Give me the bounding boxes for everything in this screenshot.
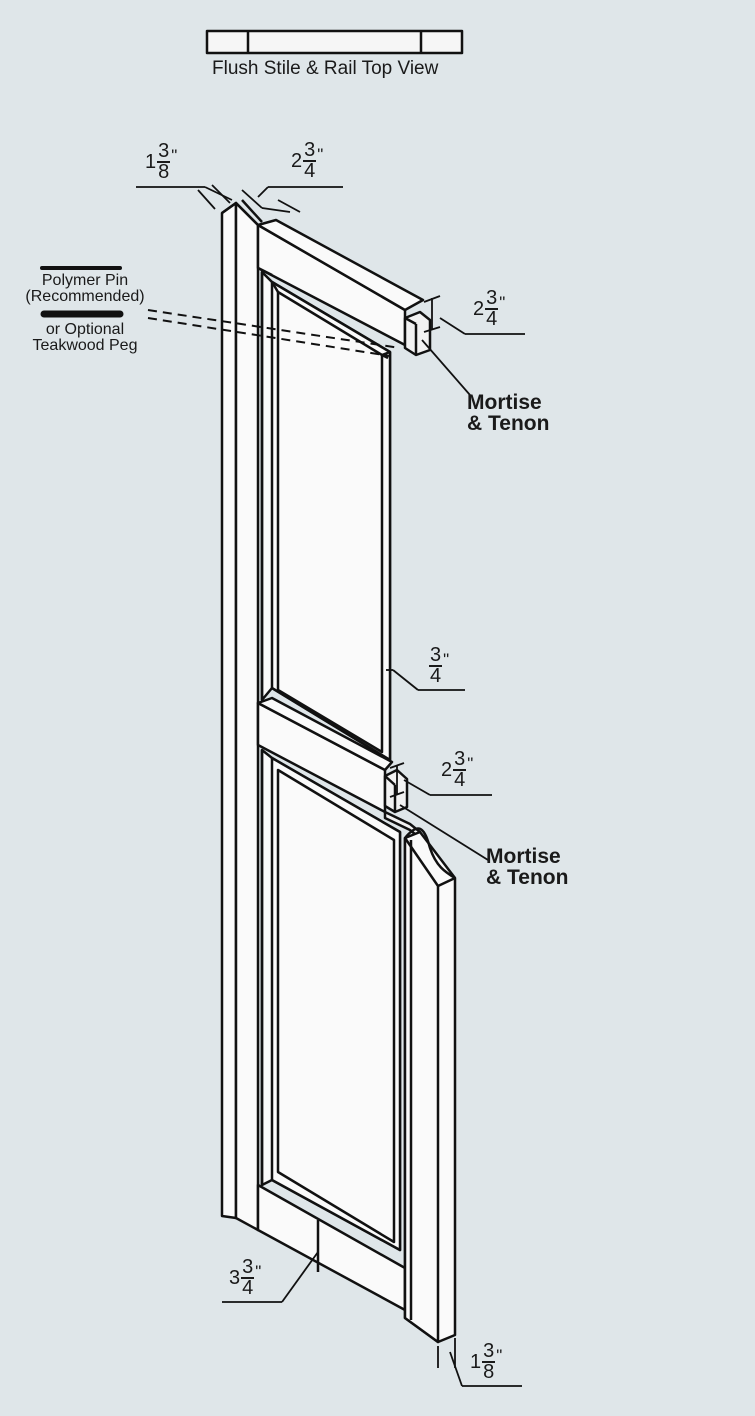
dim-denominator: 8	[158, 161, 170, 183]
dim-unit: "	[317, 145, 324, 164]
dim-unit: "	[467, 754, 474, 773]
mortise-top-line1: Mortise	[467, 391, 542, 414]
top-view-diagram	[205, 29, 464, 55]
dim-whole: 1	[145, 150, 157, 173]
dim-denominator: 4	[242, 1277, 254, 1299]
dim-denominator: 4	[454, 769, 466, 791]
dim-numerator: 3	[485, 287, 499, 310]
dim-numerator: 3	[429, 644, 443, 667]
left-stile	[220, 199, 263, 1232]
mortise-mid-line1: Mortise	[486, 845, 561, 868]
dim-numerator: 3	[482, 1340, 496, 1363]
mortise-tenon-mid-label: Mortise & Tenon	[486, 846, 568, 888]
pin-label-line1: Polymer Pin	[41, 272, 129, 289]
mortise-top-line2: & Tenon	[467, 412, 550, 435]
pin-legend	[40, 266, 401, 357]
dim-unit: "	[499, 293, 506, 312]
dim-unit: "	[171, 146, 178, 165]
dim-unit: "	[255, 1262, 262, 1281]
dim-denominator: 4	[304, 160, 316, 182]
dim-numerator: 3	[157, 140, 171, 163]
middle-rail	[256, 696, 422, 840]
peg-label: or Optional Teakwood Peg	[18, 322, 152, 354]
top-view-label: Flush Stile & Rail Top View	[212, 58, 439, 79]
dim-whole: 3	[229, 1266, 241, 1289]
pin-label-line3: or Optional	[45, 321, 125, 338]
mortise-mid-line2: & Tenon	[486, 866, 569, 889]
dim-numerator: 3	[303, 139, 317, 162]
dim-whole: 2	[441, 758, 453, 781]
dim-whole: 1	[470, 1350, 482, 1373]
dim-unit: "	[496, 1346, 503, 1365]
dim-denominator: 4	[486, 308, 498, 330]
dim-denominator: 4	[430, 665, 442, 687]
pin-label: Polymer Pin (Recommended)	[18, 273, 152, 305]
mortise-tenon-top-label: Mortise & Tenon	[467, 392, 549, 434]
right-stile	[403, 827, 457, 1344]
dim-unit: "	[443, 650, 450, 669]
pin-label-line2: (Recommended)	[25, 288, 145, 305]
top-rail	[256, 218, 432, 357]
dimension-leaders	[136, 184, 525, 1387]
dim-denominator: 8	[483, 1361, 495, 1383]
dim-numerator: 3	[241, 1256, 255, 1279]
dim-whole: 2	[291, 149, 303, 172]
upper-panel	[260, 270, 392, 762]
lower-panel	[260, 748, 402, 1252]
dim-numerator: 3	[453, 748, 467, 771]
dim-whole: 2	[473, 297, 485, 320]
pin-label-line4: Teakwood Peg	[32, 337, 138, 354]
